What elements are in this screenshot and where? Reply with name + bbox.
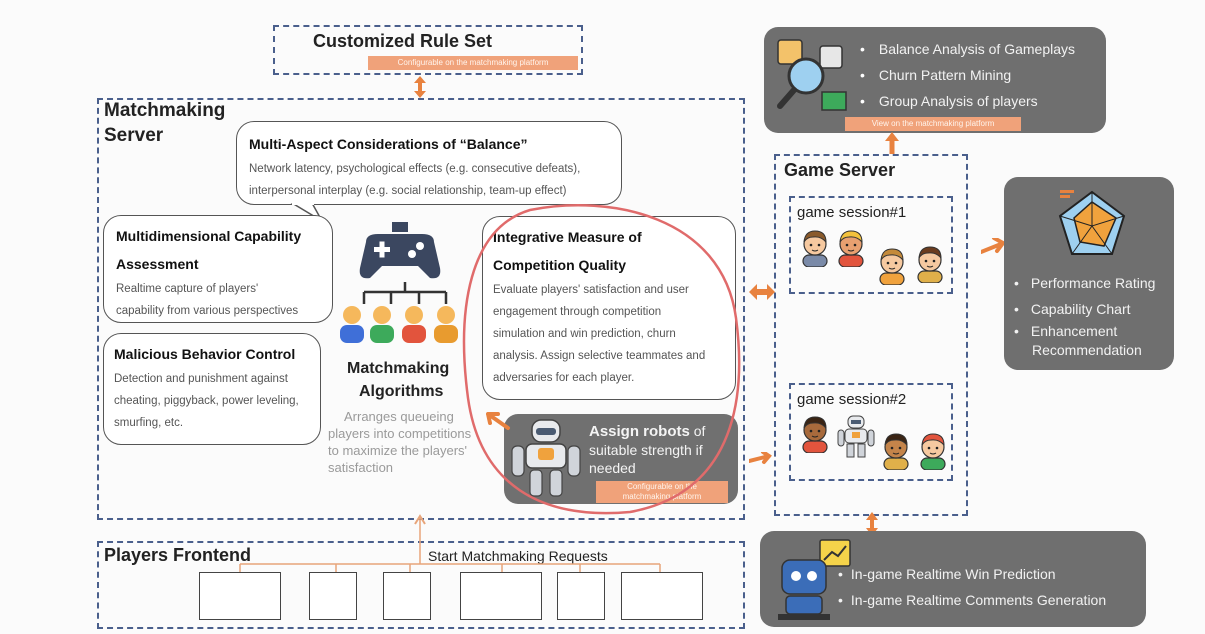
game-server-title: Game Server [784, 160, 896, 180]
radar-chart-icon [1058, 190, 1126, 255]
capability-heading-line1: Multidimensional Capability [116, 228, 302, 244]
start-requests-label: Start Matchmaking Requests [428, 548, 608, 564]
rating-item-3: •Enhancement Recommendation [1014, 323, 1142, 358]
quality-body-line5: adversaries for each player. [493, 372, 635, 384]
algorithms-desc-line1: Arranges queueing [344, 409, 454, 424]
player-avatar-icon [838, 230, 864, 267]
robot-player-icon [837, 415, 875, 458]
player-avatar-icon [920, 433, 946, 470]
robots-tag-line1: Configurable on the [627, 482, 697, 491]
player-tile [460, 572, 542, 620]
rating-item: Performance Rating [1030, 275, 1156, 291]
rating-item-1: •Performance Rating [1014, 275, 1156, 291]
quality-bubble: Integrative Measure of Competition Quali… [482, 216, 736, 400]
quality-body-line2: engagement through competition [493, 306, 662, 318]
robot-chart-icon [778, 539, 851, 620]
ingame-item-1: •In-game Realtime Win Prediction [838, 566, 1056, 582]
robots-line2: suitable strength if [589, 442, 703, 458]
malicious-body-line3: smurfing, etc. [114, 417, 184, 429]
malicious-body-line2: cheating, piggyback, power leveling, [114, 395, 299, 407]
game-session-2-box [789, 383, 953, 481]
game-session-1-box [789, 196, 953, 294]
balance-heading: Multi-Aspect Considerations of “Balance” [249, 136, 528, 152]
quality-body-line3: simulation and win prediction, churn [493, 328, 676, 340]
robots-line3: needed [589, 460, 636, 476]
quality-body-line1: Evaluate players' satisfaction and user [493, 284, 689, 296]
ingame-item-2: •In-game Realtime Comments Generation [838, 592, 1107, 608]
robots-tag-line2: matchmaking platform [622, 492, 702, 501]
quality-heading-line2: Competition Quality [493, 257, 626, 273]
player-tile [199, 572, 281, 620]
game-session-2-label: game session#2 [797, 391, 907, 408]
game-session-1-label: game session#1 [797, 204, 907, 221]
quality-body-line4: analysis. Assign selective teammates and [493, 350, 706, 362]
robots-text: Assign robots of suitable strength if ne… [589, 422, 705, 477]
ingame-list: •In-game Realtime Win Prediction •In-gam… [838, 561, 1106, 613]
player-avatar-icon [917, 246, 943, 283]
ingame-item: In-game Realtime Comments Generation [850, 592, 1107, 608]
player-tile [557, 572, 605, 620]
gameserver-to-rating-arrow [981, 238, 1006, 254]
algorithms-title-line1: Matchmaking [347, 360, 450, 377]
algorithms-desc: Arranges queueing players into competiti… [328, 408, 471, 476]
player-avatar-icon [883, 433, 909, 470]
players-frontend-box [97, 541, 745, 629]
gameserver-to-ingame-arrow [866, 512, 878, 536]
balance-body-line2: interpersonal interplay (e.g. social rel… [249, 185, 567, 197]
capability-body-line2: capability from various perspectives [116, 305, 299, 317]
quality-heading-line1: Integrative Measure of [493, 229, 642, 245]
rule-set-tag: Configurable on the matchmaking platform [368, 56, 578, 70]
malicious-body-line1: Detection and punishment against [114, 373, 288, 385]
analysis-item: Churn Pattern Mining [860, 62, 1106, 88]
rating-item-2: •Capability Chart [1014, 301, 1131, 317]
server-to-session1-arrow [749, 284, 775, 300]
player-avatar-icon [802, 416, 828, 453]
player-avatar-icon [802, 230, 828, 267]
robots-to-algorithms-arrow [486, 412, 510, 430]
rule-set-arrow [414, 76, 426, 98]
server-to-session2-arrow [749, 452, 772, 464]
analysis-list: Balance Analysis of Gameplays Churn Patt… [860, 36, 1106, 114]
capability-heading-line2: Assessment [116, 256, 199, 272]
players-group-icon [340, 306, 458, 343]
player-tile [383, 572, 431, 620]
algorithms-desc-line2: players into competitions [328, 426, 472, 441]
matchmaking-server-title-line1: Matchmaking [104, 100, 226, 121]
matchmaking-server-title-line2: Server [104, 125, 164, 146]
ingame-item: In-game Realtime Win Prediction [850, 566, 1056, 582]
gamepad-icon [359, 222, 441, 279]
analysis-item: Balance Analysis of Gameplays [860, 36, 1106, 62]
algorithms-desc-line3: to maximize the players' [328, 443, 468, 458]
capability-body-line1: Realtime capture of players' [116, 283, 259, 295]
rule-set-box: Customized Rule Set [273, 25, 583, 75]
robots-rest: of [689, 423, 706, 439]
analysis-tag: View on the matchmaking platform [845, 117, 1021, 131]
rating-list: •Performance Rating •Capability Chart •E… [1014, 270, 1182, 360]
capability-bubble: Multidimensional Capability Assessment R… [103, 215, 333, 323]
player-tile [621, 572, 703, 620]
analysis-item: Group Analysis of players [860, 88, 1106, 114]
analysis-arrow [885, 132, 899, 154]
malicious-heading: Malicious Behavior Control [114, 346, 296, 362]
balance-bubble: Multi-Aspect Considerations of “Balance”… [236, 121, 622, 205]
analysis-magnifier-icon [777, 39, 847, 111]
hierarchy-icon [362, 282, 448, 304]
player-tile [309, 572, 357, 620]
robots-tag: Configurable on the matchmaking platform [596, 481, 728, 503]
algorithms-desc-line4: satisfaction [328, 460, 394, 475]
algorithms-title-line2: Algorithms [359, 383, 444, 400]
robot-icon [511, 419, 581, 497]
rating-item: Capability Chart [1030, 301, 1131, 317]
rating-item: Enhancement Recommendation [1030, 323, 1142, 358]
requests-connector [239, 514, 661, 574]
players-frontend-title: Players Frontend [104, 545, 252, 565]
balance-body-line1: Network latency, psychological effects (… [249, 163, 581, 175]
rule-set-title: Customized Rule Set [313, 31, 493, 51]
player-avatar-icon [879, 248, 905, 285]
highlight-circle [462, 204, 741, 515]
malicious-bubble: Malicious Behavior Control Detection and… [103, 333, 321, 445]
robots-bold: Assign robots [589, 423, 690, 440]
